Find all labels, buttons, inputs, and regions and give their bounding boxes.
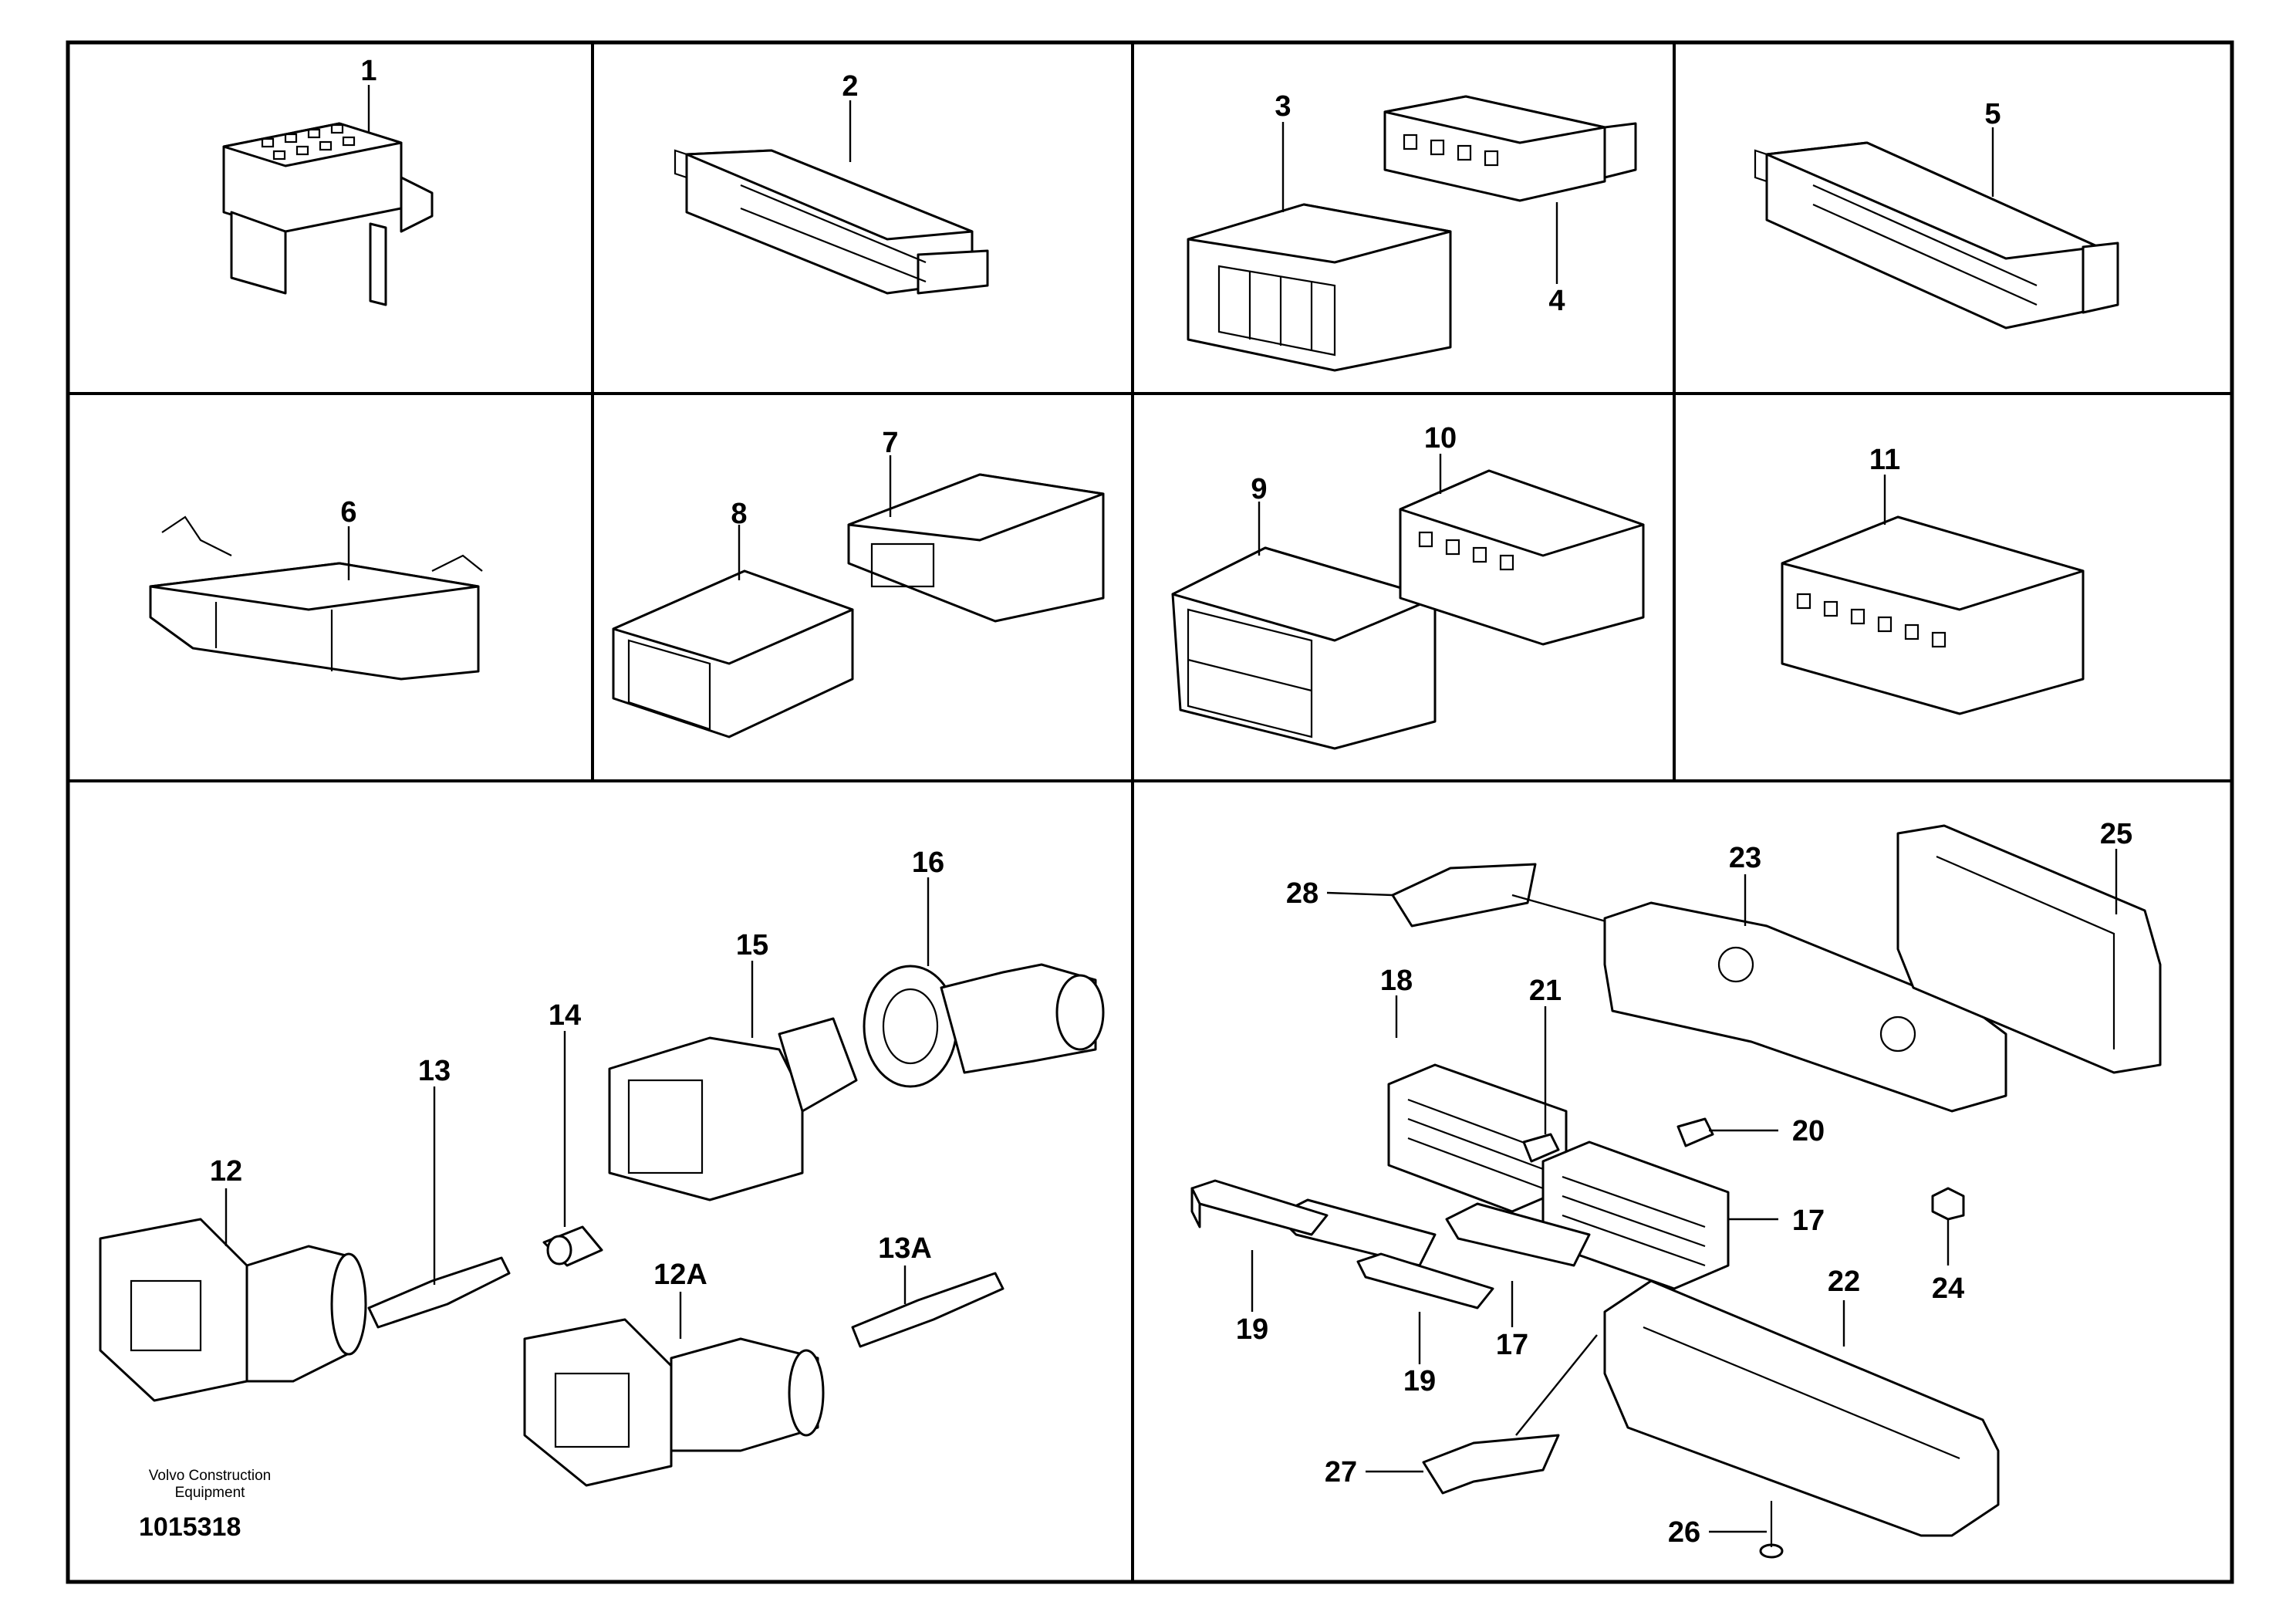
callout-27: 27 xyxy=(1325,1456,1357,1489)
callout-19b: 19 xyxy=(1403,1365,1436,1397)
callout-6: 6 xyxy=(340,496,356,529)
callout-28: 28 xyxy=(1286,877,1319,910)
seal-17 xyxy=(1445,1202,1591,1267)
connector-block-17 xyxy=(1541,1140,1730,1290)
connector-housing-12 xyxy=(99,1218,367,1402)
callout-15: 15 xyxy=(736,929,768,961)
callout-19a: 19 xyxy=(1236,1313,1268,1346)
seal-14 xyxy=(542,1225,603,1267)
cover-27 xyxy=(1422,1434,1560,1495)
bracket-25 xyxy=(1896,824,2162,1074)
callout-25: 25 xyxy=(2100,818,2132,850)
callout-22: 22 xyxy=(1828,1265,1860,1298)
callout-12: 12 xyxy=(210,1155,242,1188)
callout-14: 14 xyxy=(549,999,581,1032)
callout-1: 1 xyxy=(360,55,376,87)
housing-23 xyxy=(1603,901,2007,1113)
brand-line-2: Equipment xyxy=(175,1485,246,1501)
connector-part-1 xyxy=(222,122,434,306)
callout-2: 2 xyxy=(842,70,858,103)
callout-12A: 12A xyxy=(653,1259,707,1291)
callout-24: 24 xyxy=(1932,1272,1964,1305)
callout-18: 18 xyxy=(1380,965,1413,997)
screw-26 xyxy=(1759,1501,1784,1559)
connector-part-10 xyxy=(1399,469,1645,646)
connector-housing-12A xyxy=(523,1318,825,1487)
connector-part-9 xyxy=(1171,546,1437,750)
panel-grid xyxy=(66,40,2234,1584)
callout-5: 5 xyxy=(1984,98,2001,130)
callout-10: 10 xyxy=(1424,422,1457,454)
connector-part-11 xyxy=(1781,515,2085,715)
cover-28 xyxy=(1391,863,1537,928)
brand-line-1: Volvo Construction xyxy=(149,1468,271,1484)
callout-23: 23 xyxy=(1729,842,1761,874)
cover-22 xyxy=(1603,1279,2000,1537)
callout-3: 3 xyxy=(1275,90,1291,123)
callout-17a: 17 xyxy=(1792,1205,1825,1237)
boot-16 xyxy=(863,963,1105,1088)
callout-4: 4 xyxy=(1548,285,1565,317)
connector-part-8 xyxy=(612,569,854,738)
callout-13A: 13A xyxy=(878,1232,932,1265)
pin-block-19a xyxy=(1190,1179,1329,1236)
callout-8: 8 xyxy=(731,498,747,530)
footer: Volvo Construction Equipment 1015318 xyxy=(139,1468,271,1542)
callout-16: 16 xyxy=(912,846,944,879)
clip-24 xyxy=(1931,1187,1965,1221)
callout-13: 13 xyxy=(418,1055,451,1087)
connector-part-6 xyxy=(149,515,483,681)
pin-block-19b xyxy=(1356,1252,1494,1309)
plug-21 xyxy=(1522,1133,1560,1163)
connector-part-3 xyxy=(1187,203,1452,372)
document-number: 1015318 xyxy=(139,1512,241,1542)
connector-part-7 xyxy=(847,473,1105,623)
plug-20 xyxy=(1676,1117,1714,1147)
terminal-13 xyxy=(367,1256,511,1329)
terminal-13A xyxy=(851,1272,1004,1348)
callout-26: 26 xyxy=(1668,1516,1700,1549)
callout-9: 9 xyxy=(1251,473,1267,505)
callout-20: 20 xyxy=(1792,1115,1825,1147)
callout-17b: 17 xyxy=(1496,1329,1528,1361)
connector-part-5 xyxy=(1754,141,2119,329)
callout-21: 21 xyxy=(1529,975,1562,1007)
callout-11: 11 xyxy=(1869,444,1900,476)
callout-7: 7 xyxy=(882,427,898,459)
connector-part-2 xyxy=(674,149,989,295)
connector-part-4 xyxy=(1383,95,1637,202)
connector-body-15 xyxy=(608,1017,858,1201)
